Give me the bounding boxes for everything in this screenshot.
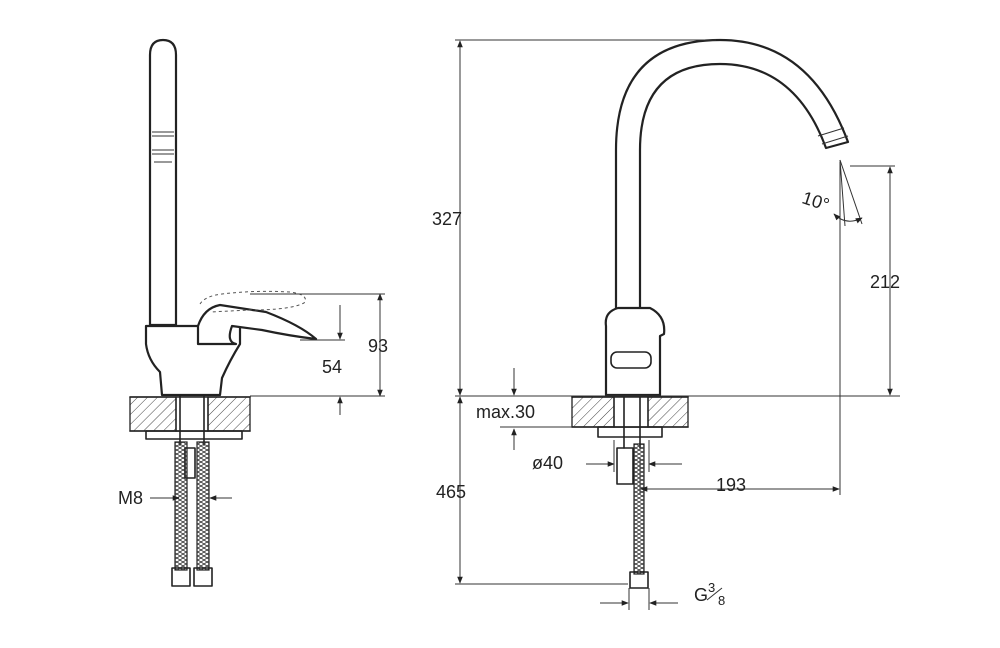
dim-212-label: 212	[870, 272, 900, 292]
dim-g-numerator: 3	[708, 580, 715, 595]
side-spout	[148, 38, 178, 327]
dim-193-label: 193	[716, 475, 746, 495]
dim-465-label: 465	[436, 482, 466, 502]
side-lever	[196, 303, 318, 346]
dim-m8-label: M8	[118, 488, 143, 508]
front-spout	[614, 38, 850, 320]
dim-angle-label: 10°	[800, 188, 832, 215]
dim-327-label: 327	[432, 209, 462, 229]
dim-max30-label: max.30	[476, 402, 535, 422]
front-countertop	[571, 396, 689, 428]
dim-93-label: 93	[368, 336, 388, 356]
dim-g-denominator: 8	[718, 593, 725, 608]
side-view: 93 54 M8	[118, 38, 388, 587]
side-hoses	[171, 441, 213, 587]
dim-dia40-label: ø40	[532, 453, 563, 473]
front-view: 10° 327 465 212 max.30 ø40 193	[432, 38, 900, 610]
dim-54-label: 54	[322, 357, 342, 377]
side-countertop	[129, 396, 251, 432]
dim-g-label: G	[694, 585, 708, 605]
